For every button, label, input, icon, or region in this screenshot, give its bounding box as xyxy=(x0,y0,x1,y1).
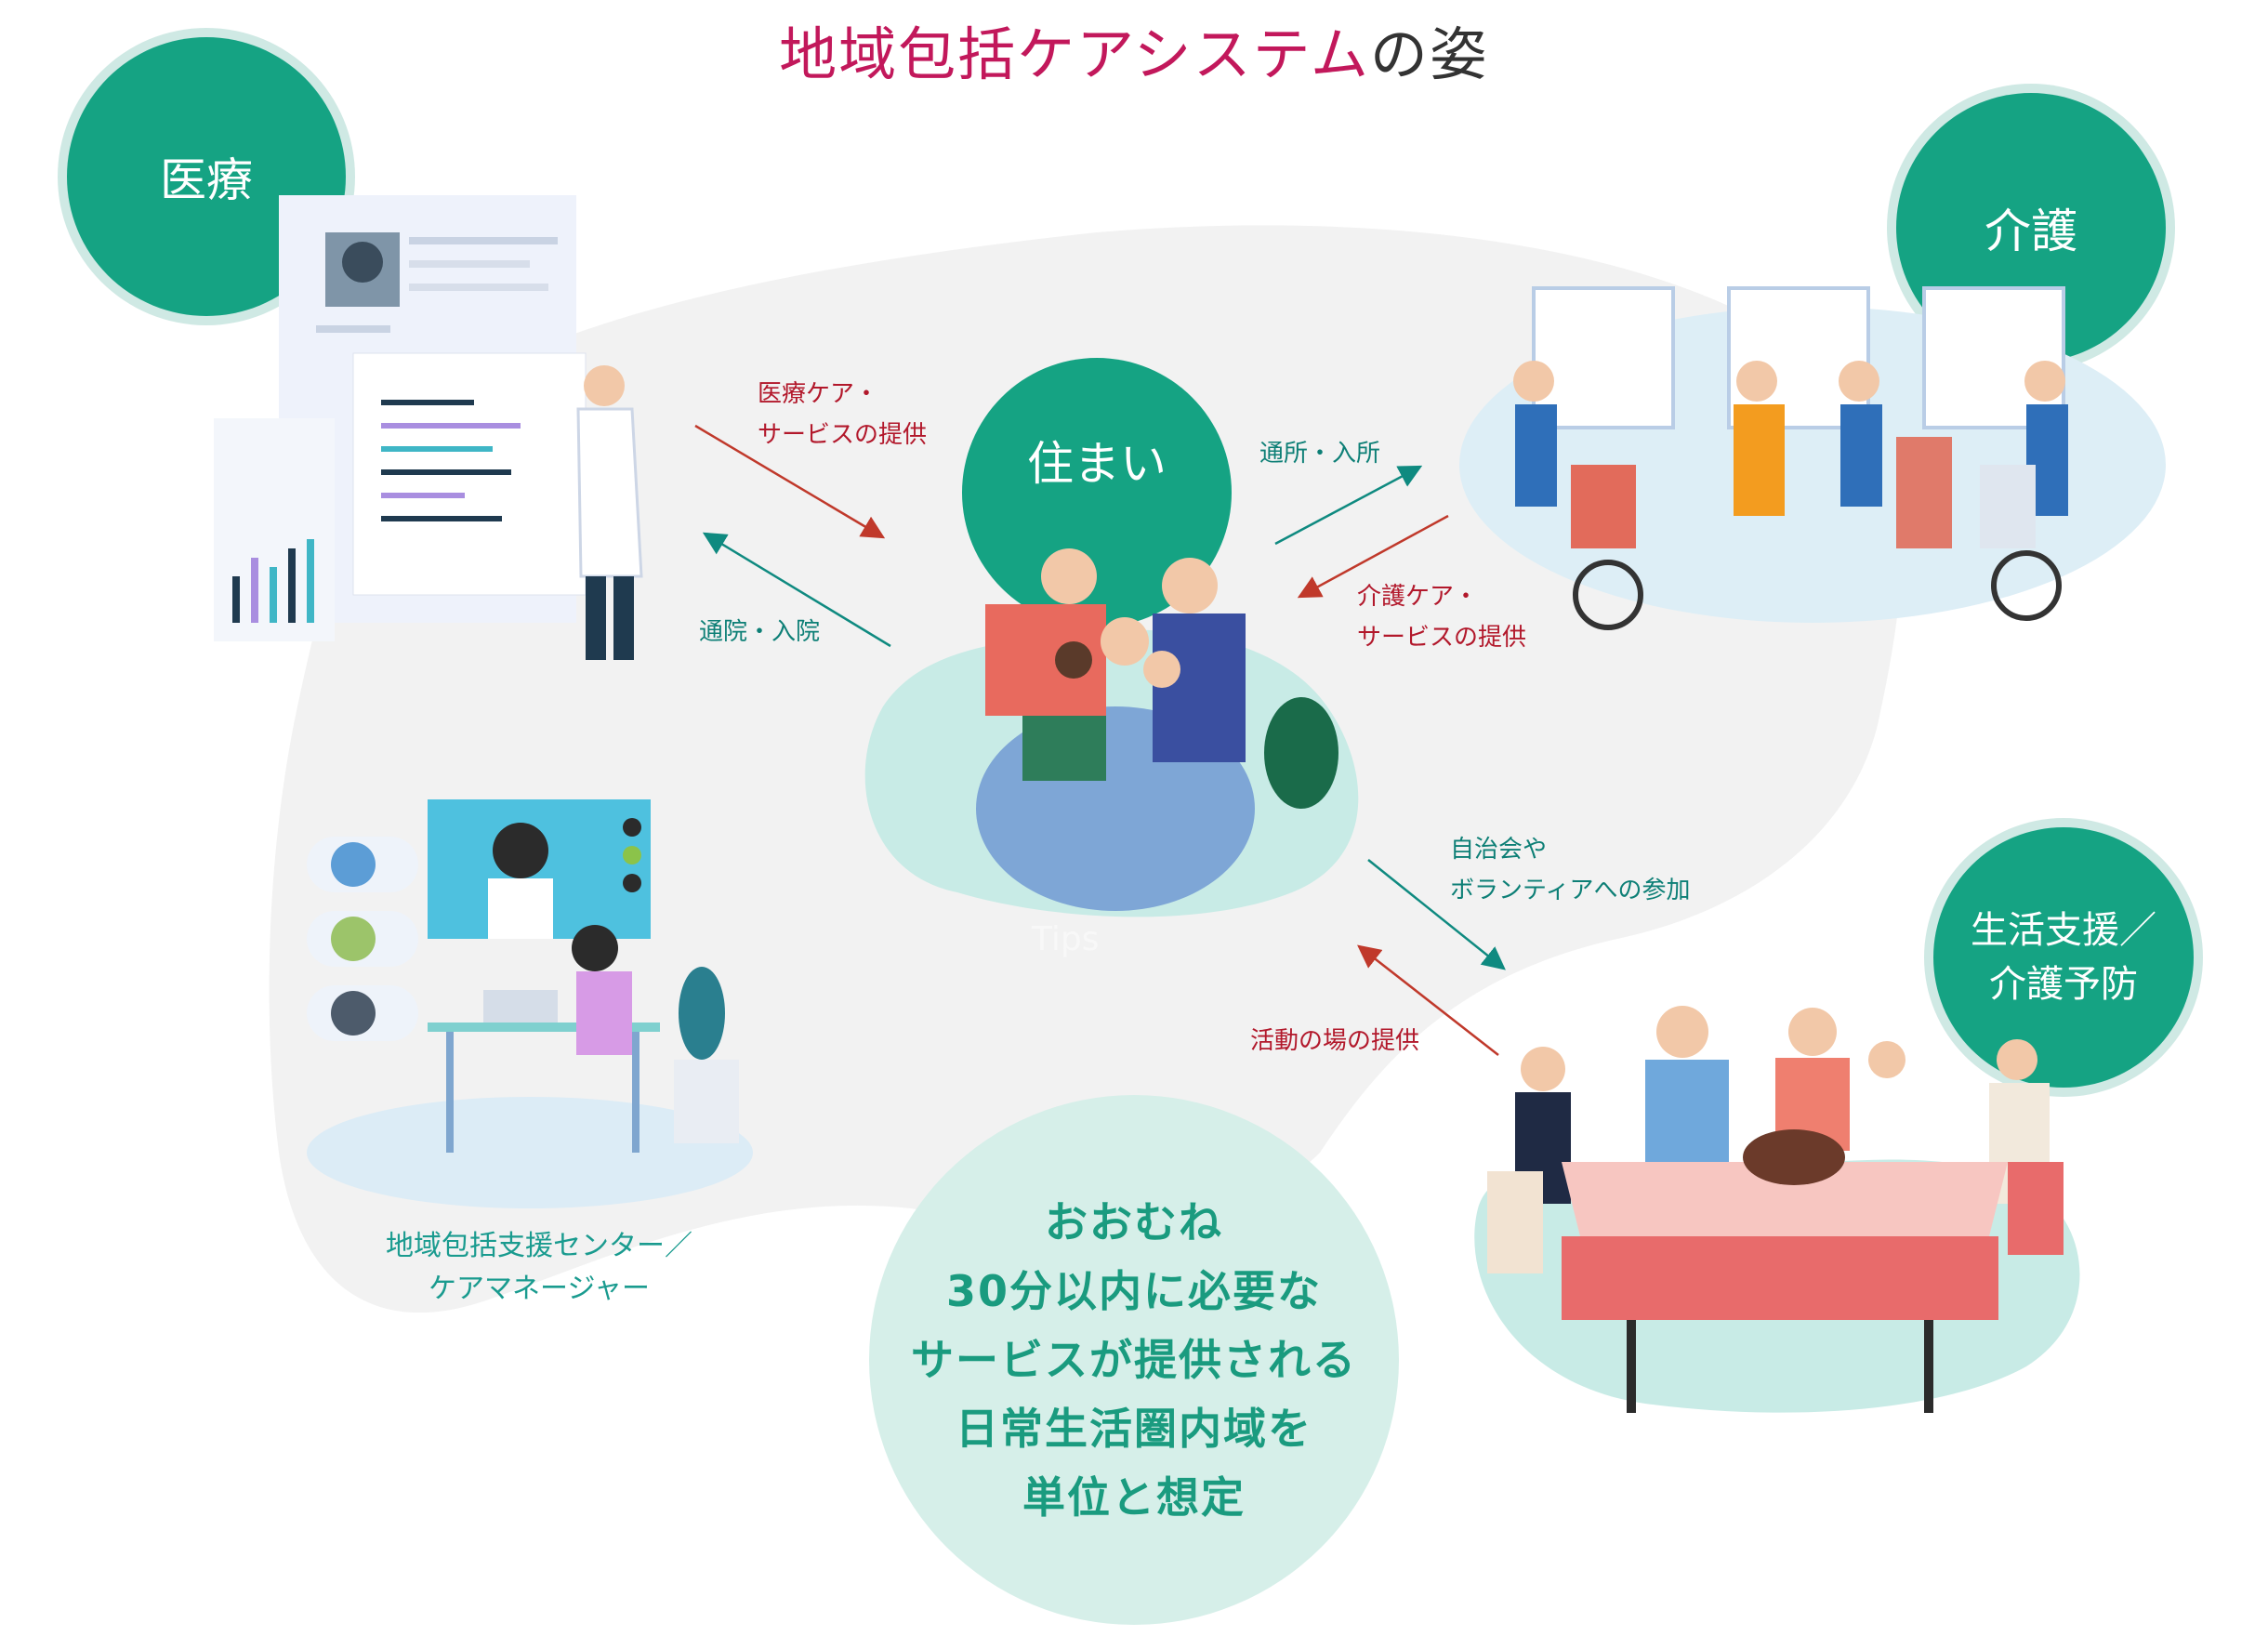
arrow-home-to-care xyxy=(1274,465,1423,546)
home-label: 住まい xyxy=(1027,437,1167,491)
arrow-life-to-home xyxy=(1357,944,1499,1056)
life-circle: 生活支援／ 介護予防 xyxy=(1933,827,2194,1088)
arrow-home-to-medical xyxy=(702,532,891,648)
summary-text: おおむね 30分以内に必要な サービスが提供される 日常生活圏内域を 単位と想定 xyxy=(911,1188,1357,1532)
life-label-line1: 生活支援／ xyxy=(1971,909,2156,952)
summary-line-5: 単位と想定 xyxy=(1022,1472,1246,1523)
arrow-medical-to-home xyxy=(694,424,886,539)
care-label: 介護 xyxy=(1984,204,2077,258)
label-medical-care-line2: サービスの提供 xyxy=(758,421,928,449)
life-label-line2: 介護予防 xyxy=(1989,963,2138,1006)
care-illustration xyxy=(1459,286,2166,630)
watermark: Tips xyxy=(1032,920,1100,958)
summary-line-2: 30分以内に必要な xyxy=(945,1266,1322,1316)
label-medical-care-line1: 医療ケア・ xyxy=(758,380,879,408)
summary-line-4: 日常生活圏内域を xyxy=(956,1404,1312,1454)
medical-label: 医療 xyxy=(160,153,253,207)
label-medical-care: 医療ケア・ サービスの提供 xyxy=(758,374,927,455)
page-title: 地域包括ケアシステムの姿 xyxy=(779,20,1489,88)
care-center-caption: 地域包括支援センター／ ケアマネージャー xyxy=(335,1225,744,1311)
summary-circle: おおむね 30分以内に必要な サービスが提供される 日常生活圏内域を 単位と想定 xyxy=(869,1095,1399,1625)
label-community-line2: ボランティアへの参加 xyxy=(1450,877,1691,904)
label-community: 自治会や ボランティアへの参加 xyxy=(1450,829,1690,911)
arrow-care-to-home xyxy=(1297,514,1449,599)
care-center-caption-line1: 地域包括支援センター／ xyxy=(386,1230,692,1262)
summary-line-1: おおむね xyxy=(1045,1197,1223,1247)
label-activity-place: 活動の場の提供 xyxy=(1250,1027,1420,1055)
dining-illustration xyxy=(1474,1006,2080,1413)
label-hospital-visit: 通院・入院 xyxy=(699,618,821,646)
care-center-caption-line2: ケアマネージャー xyxy=(429,1273,650,1305)
label-daycare: 通所・入所 xyxy=(1259,440,1381,468)
arrow-home-to-life xyxy=(1367,859,1506,970)
label-nursing-care-line1: 介護ケア・ xyxy=(1357,583,1479,611)
label-nursing-care-line2: サービスの提供 xyxy=(1357,624,1527,652)
care-center-illustration xyxy=(307,799,753,1208)
medical-illustration xyxy=(214,195,643,660)
label-nursing-care: 介護ケア・ サービスの提供 xyxy=(1357,576,1526,658)
label-community-line1: 自治会や xyxy=(1450,836,1548,864)
summary-line-3: サービスが提供される xyxy=(911,1335,1357,1385)
family-illustration xyxy=(864,548,1359,917)
